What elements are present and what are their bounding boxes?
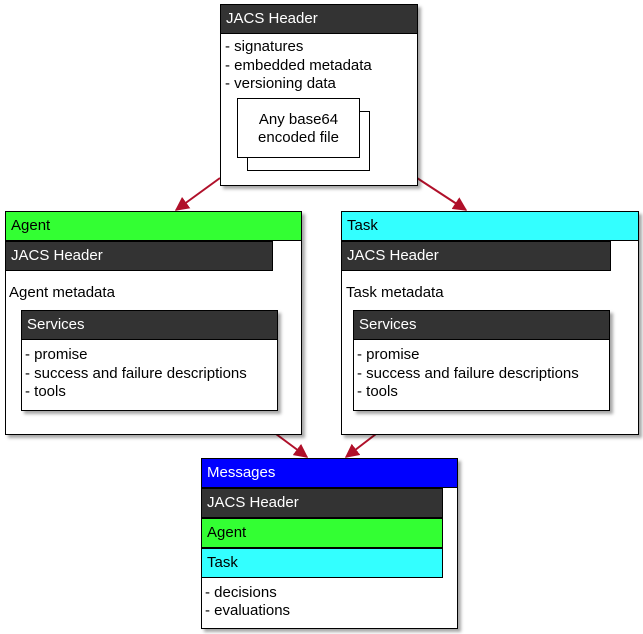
agent-service-descriptions: - success and failure descriptions xyxy=(25,365,247,382)
agent-jacs-header: JACS Header xyxy=(5,241,273,271)
messages-jacs-header: JACS Header xyxy=(201,488,443,518)
agent-service-promise: - promise xyxy=(25,346,88,363)
messages-task-bar: Task xyxy=(201,548,443,578)
top-item-signatures: - signatures xyxy=(225,38,304,55)
top-jacs-header: JACS Header xyxy=(220,4,418,34)
agent-metadata-label: Agent metadata xyxy=(9,284,115,301)
messages-item-evaluations: - evaluations xyxy=(205,602,291,619)
arrow-top-to-task xyxy=(416,177,468,211)
top-item-versioning-data: - versioning data xyxy=(225,75,336,92)
top-item-embedded-metadata: - embedded metadata xyxy=(225,57,372,74)
agent-services-header: Services xyxy=(21,310,278,340)
file-line-1: Any base64 xyxy=(258,111,339,128)
agent-title-bar: Agent xyxy=(5,211,302,241)
arrow-task-to-messages xyxy=(344,433,377,458)
messages-title-bar: Messages xyxy=(201,458,458,488)
task-services-header: Services xyxy=(353,310,610,340)
messages-item-decisions: - decisions xyxy=(205,584,277,601)
task-service-descriptions: - success and failure descriptions xyxy=(357,365,579,382)
task-service-tools: - tools xyxy=(357,383,398,400)
file-line-2: encoded file xyxy=(258,129,339,146)
task-title-bar: Task xyxy=(341,211,639,241)
arrow-agent-to-messages xyxy=(275,433,309,458)
arrow-top-to-agent xyxy=(174,177,221,211)
agent-service-tools: - tools xyxy=(25,383,66,400)
file-card xyxy=(237,98,360,158)
task-service-promise: - promise xyxy=(357,346,420,363)
task-jacs-header: JACS Header xyxy=(341,241,611,271)
task-metadata-label: Task metadata xyxy=(346,284,444,301)
messages-agent-bar: Agent xyxy=(201,518,443,548)
